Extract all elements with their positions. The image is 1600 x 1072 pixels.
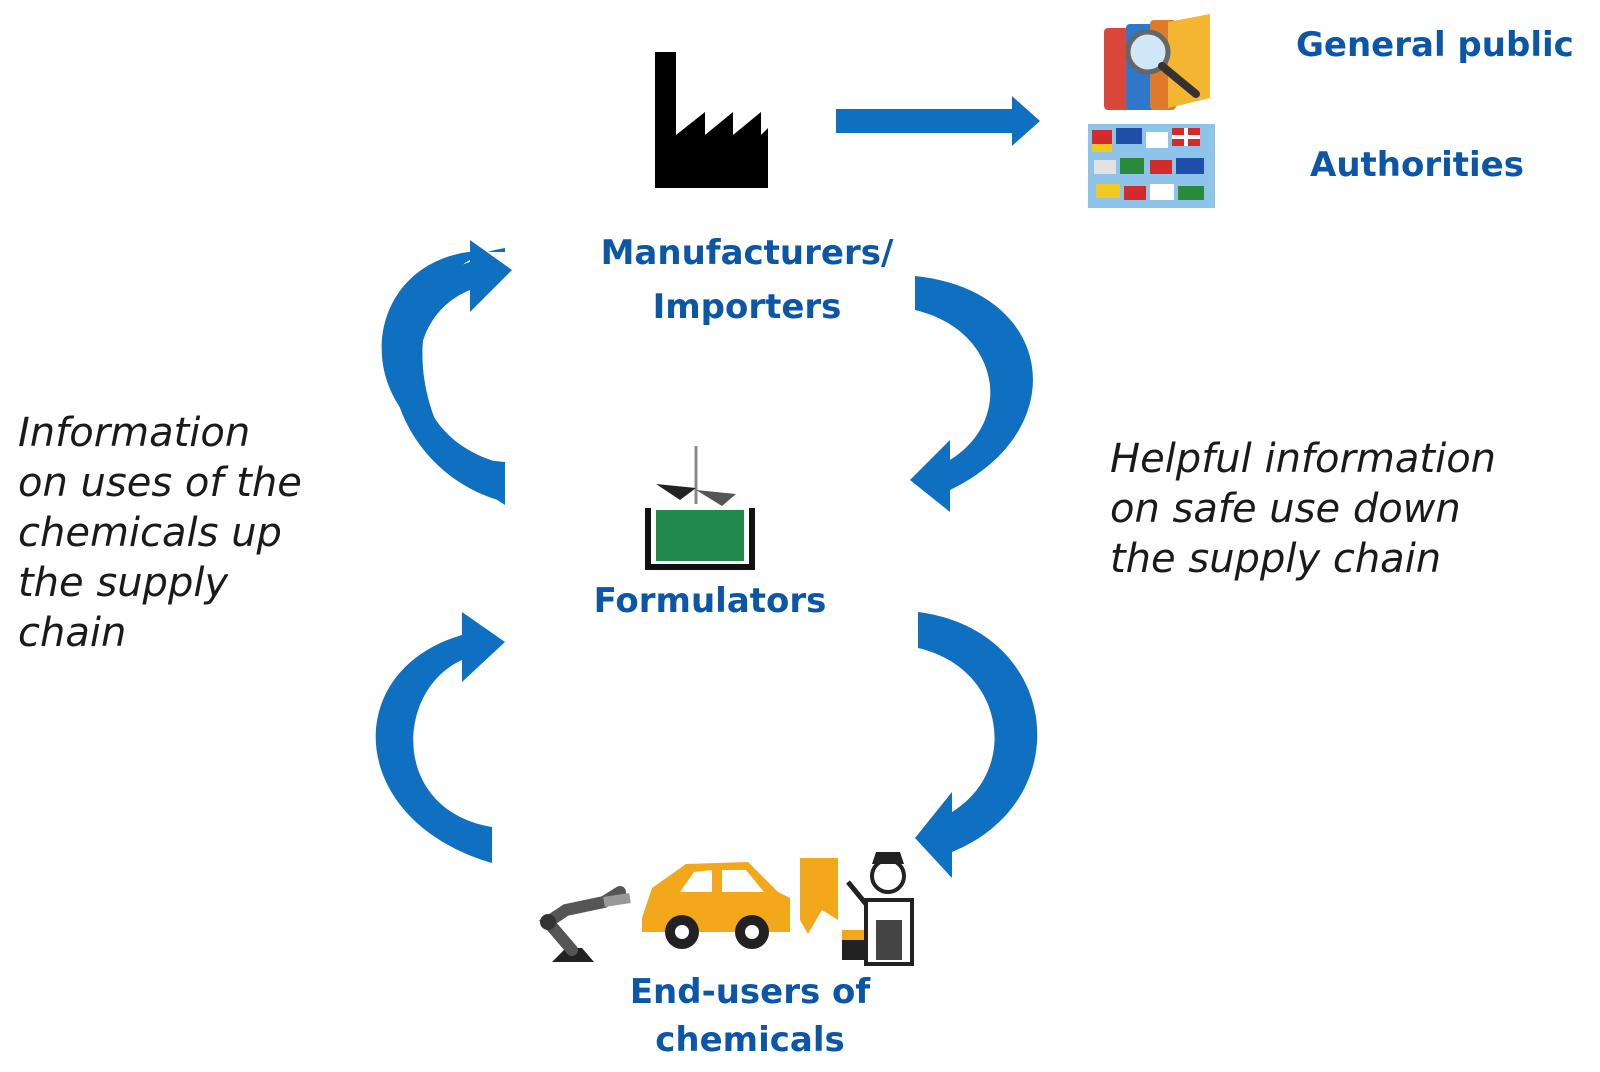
mixing-tank-icon bbox=[645, 446, 755, 570]
left-note-line: Information bbox=[18, 410, 251, 456]
manufacturers-label-line2: Importers bbox=[652, 287, 842, 327]
factory-icon bbox=[655, 52, 768, 188]
end-users-label: End-users of chemicals bbox=[600, 968, 900, 1064]
car-icon bbox=[642, 862, 790, 949]
curved-arrow-upper-left bbox=[381, 240, 512, 505]
left-note: Information on uses of the chemicals up … bbox=[18, 408, 302, 658]
right-note-line: on safe use down bbox=[1110, 486, 1461, 532]
end-users-label-line1: End-users of bbox=[629, 972, 871, 1012]
end-users-illustration bbox=[539, 852, 914, 966]
robot-arm-icon bbox=[539, 886, 631, 962]
painter-icon bbox=[800, 852, 914, 966]
manufacturers-label: Manufacturers/ Importers bbox=[582, 226, 912, 334]
left-note-line: on uses of the bbox=[18, 460, 302, 506]
curved-arrow-lower-right bbox=[915, 612, 1038, 878]
left-note-line: the supply bbox=[18, 560, 229, 606]
curved-arrow-upper-right bbox=[910, 276, 1033, 512]
formulators-label: Formulators bbox=[593, 581, 827, 621]
right-note: Helpful information on safe use down the… bbox=[1110, 434, 1496, 584]
right-note-line: Helpful information bbox=[1110, 436, 1497, 482]
eu-flags-icon bbox=[1088, 124, 1215, 208]
left-note-line: chain bbox=[18, 610, 127, 656]
manufacturers-label-line1: Manufacturers/ bbox=[600, 233, 894, 273]
left-note-line: chemicals up bbox=[18, 510, 282, 556]
end-users-label-line2: chemicals bbox=[655, 1020, 845, 1060]
right-arrow-to-public bbox=[836, 96, 1040, 146]
authorities-label: Authorities bbox=[1310, 145, 1524, 185]
folders-magnifier-icon bbox=[1104, 14, 1210, 110]
right-note-line: the supply chain bbox=[1110, 536, 1442, 582]
curved-arrow-lower-left bbox=[375, 612, 505, 863]
general-public-label: General public bbox=[1296, 25, 1574, 65]
